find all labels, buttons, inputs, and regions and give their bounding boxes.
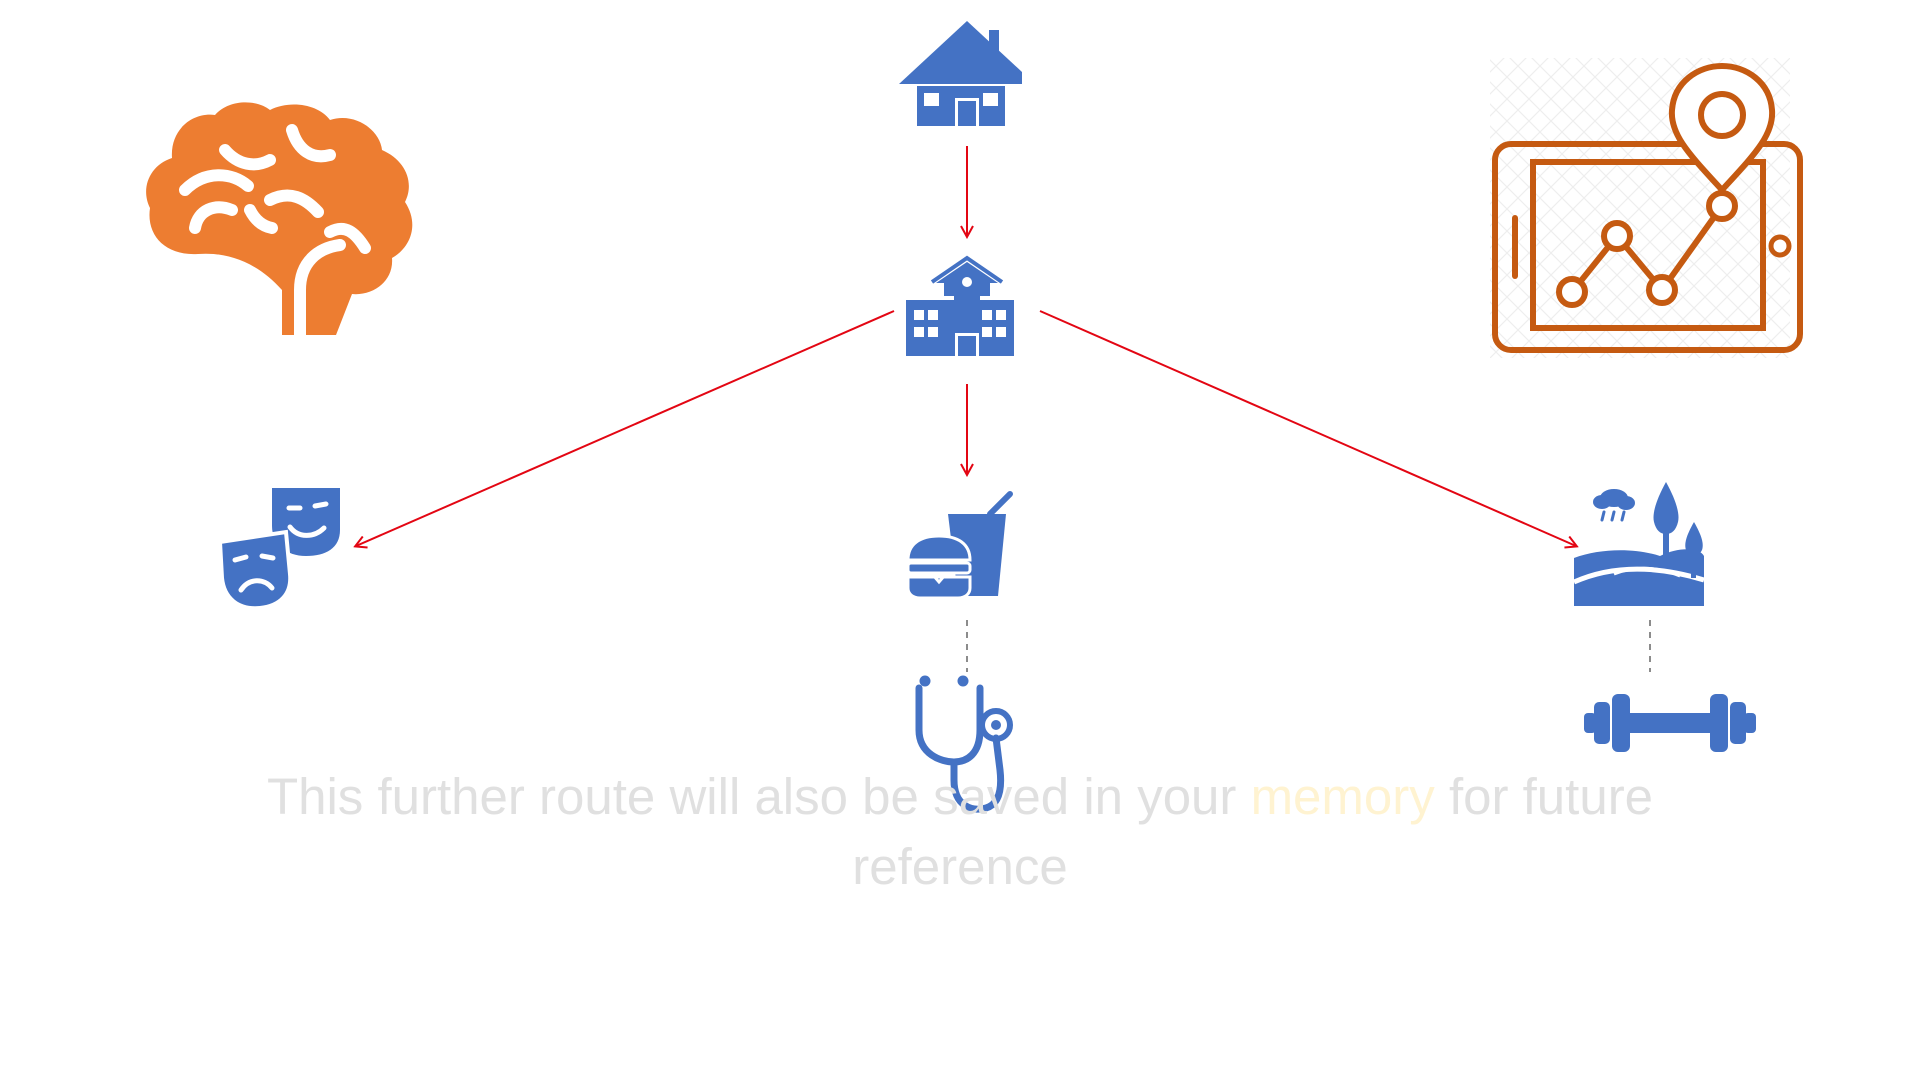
connectors [356,146,1651,672]
theater-masks-icon [217,488,340,611]
house-icon [899,21,1022,126]
park-icon [1572,482,1705,606]
map-tablet-icon [1490,58,1803,358]
arrow-school-to-theater [356,310,895,546]
caption-before: This further route will also be saved in… [266,768,1237,825]
arrow-school-to-park [1039,310,1576,546]
fast-food-icon [906,491,1013,600]
brain-icon [146,102,413,341]
dumbbell-icon [1584,694,1756,752]
stethoscope-icon [915,675,1013,813]
caption-text: This further route will also be saved in… [160,762,1760,902]
caption-highlight-memory: memory [1250,768,1435,825]
caption-after: for future reference [852,768,1654,895]
school-icon [906,255,1014,356]
